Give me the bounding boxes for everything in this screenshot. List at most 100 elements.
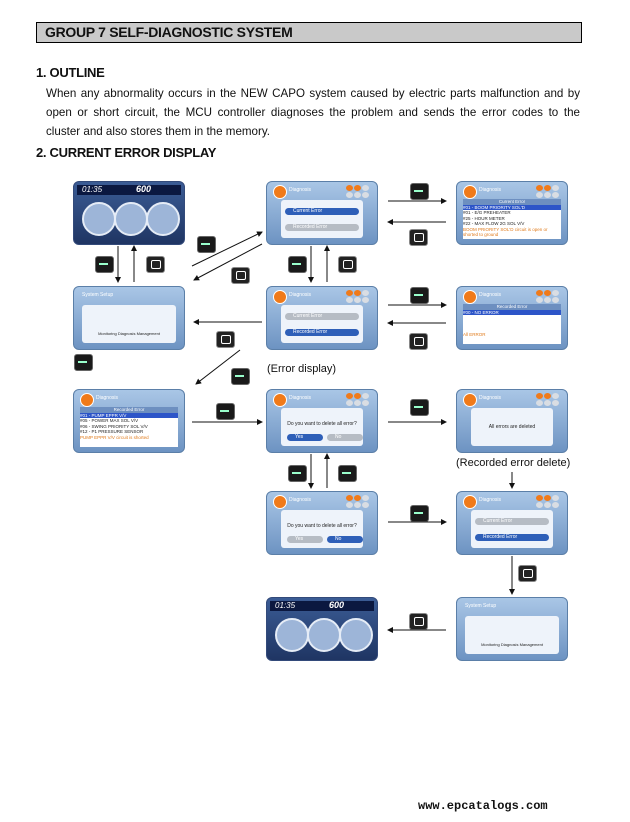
group-title: GROUP 7 SELF-DIAGNOSTIC SYSTEM	[45, 24, 293, 40]
yes-button[interactable]: Yes	[287, 434, 323, 441]
escape-key-icon	[409, 229, 428, 246]
screen-title: System Setup	[82, 292, 114, 298]
logo-icon	[463, 393, 477, 407]
system-setup-screen: System Setup Monitoring Diagnosis Manage…	[73, 286, 185, 350]
diagnosis-screen-after-delete: Diagnosis Current Error Recorded Error	[456, 491, 568, 555]
escape-key-icon	[409, 333, 428, 350]
error-display-caption: (Error display)	[267, 363, 337, 375]
menu-labels: Monitoring Diagnosis Management	[481, 642, 543, 647]
no-button[interactable]: No	[327, 434, 363, 441]
list-item[interactable]: #25 - HOUR METER	[463, 215, 505, 221]
main-gauge-screen-return: 01:35 600	[266, 597, 378, 661]
recorded-error-option[interactable]: Recorded Error	[285, 329, 359, 336]
gauge-dial	[339, 618, 373, 652]
logo-icon	[273, 290, 287, 304]
current-error-option[interactable]: Current Error	[285, 208, 359, 215]
escape-key-icon	[216, 331, 235, 348]
select-key-icon	[231, 368, 250, 385]
outline-paragraph: When any abnormality occurs in the NEW C…	[46, 84, 580, 141]
gauge-dial	[114, 202, 148, 236]
screen-title: Diagnosis	[479, 187, 501, 193]
outline-line-2: open or short circuit, the MCU controlle…	[46, 106, 580, 119]
escape-key-icon	[146, 256, 165, 273]
rpm-readout: 600	[329, 600, 345, 610]
logo-icon	[463, 290, 477, 304]
select-key-icon	[95, 256, 114, 273]
recorded-error-list-empty: Recorded Error #00 - NO ERROR All ERROR	[463, 304, 561, 344]
list-header: Recorded Error	[80, 407, 178, 413]
escape-key-icon	[231, 267, 250, 284]
gauge-dial	[82, 202, 116, 236]
screen-title: Diagnosis	[289, 395, 311, 401]
status-dots-icon	[536, 185, 562, 199]
gauge-dial	[275, 618, 309, 652]
status-dots-icon	[536, 290, 562, 304]
screen-title: Diagnosis	[96, 395, 118, 401]
no-error-screen: Diagnosis Recorded Error #00 - NO ERROR …	[456, 286, 568, 350]
gauge-dial	[307, 618, 341, 652]
list-header: Current Error	[463, 199, 561, 205]
status-dots-icon	[346, 185, 372, 199]
escape-key-icon	[338, 256, 357, 273]
current-error-heading: 2. CURRENT ERROR DISPLAY	[36, 145, 217, 160]
select-key-icon	[216, 403, 235, 420]
screen-title: Diagnosis	[479, 292, 501, 298]
logo-icon	[273, 185, 287, 199]
list-item[interactable]: #06 - SWING PRIORITY SOL V/V	[80, 423, 148, 429]
select-key-icon	[74, 354, 93, 371]
no-button[interactable]: No	[327, 536, 363, 543]
logo-icon	[463, 495, 477, 509]
list-header: Recorded Error	[463, 304, 561, 310]
status-dots-icon	[346, 495, 372, 509]
menu-labels: Monitoring Diagnosis Management	[98, 331, 160, 336]
screen-title: Diagnosis	[289, 292, 311, 298]
clock-readout: 01:35	[275, 601, 296, 610]
select-key-icon	[410, 287, 429, 304]
list-item[interactable]: #01 - E/G PREHEATER	[463, 210, 511, 215]
delete-confirm-screen-yes: Diagnosis Do you want to delete all erro…	[266, 389, 378, 453]
select-key-icon	[410, 183, 429, 200]
footer-url[interactable]: www.epcatalogs.com	[418, 799, 548, 813]
logo-icon	[80, 393, 94, 407]
list-item[interactable]: #00 - NO ERROR	[463, 309, 561, 315]
yes-button[interactable]: Yes	[287, 536, 323, 543]
status-dots-icon	[536, 495, 562, 509]
select-key-icon	[410, 505, 429, 522]
logo-icon	[273, 393, 287, 407]
outline-line-1: When any abnormality occurs in the NEW C…	[46, 87, 580, 100]
gauge-dial	[146, 202, 180, 236]
outline-heading: 1. OUTLINE	[36, 65, 105, 80]
recorded-error-option[interactable]: Recorded Error	[285, 224, 359, 231]
rpm-readout: 600	[136, 184, 152, 194]
select-key-icon	[288, 465, 307, 482]
select-key-icon	[338, 465, 357, 482]
current-error-list-screen: Diagnosis Current Error #01 - BOOM PRIOR…	[456, 181, 568, 245]
main-gauge-screen: 01:35 600	[73, 181, 185, 245]
error-note: All ERROR	[463, 332, 486, 337]
list-item[interactable]: #22 - MAX FLOW 2G SOL V/V	[463, 221, 525, 226]
escape-key-icon	[409, 613, 428, 630]
list-item[interactable]: #12 - P1 PRESSURE SENSOR	[80, 429, 144, 434]
status-dots-icon	[536, 393, 562, 407]
select-key-icon	[197, 236, 216, 253]
select-key-icon	[288, 256, 307, 273]
recorded-error-option[interactable]: Recorded Error	[475, 534, 549, 541]
list-item[interactable]: #01 - BOOM PRIORITY SOL'D	[463, 204, 561, 210]
logo-icon	[273, 495, 287, 509]
recorded-error-list-screen: Diagnosis Recorded Error #01 - PUMP EPPR…	[73, 389, 185, 453]
status-dots-icon	[346, 393, 372, 407]
current-error-option[interactable]: Current Error	[285, 313, 359, 320]
current-error-option[interactable]: Current Error	[475, 518, 549, 525]
recorded-delete-caption: (Recorded error delete)	[456, 457, 571, 469]
outline-line-3: cluster and also stores them in the memo…	[46, 125, 271, 138]
status-dots-icon	[346, 290, 372, 304]
system-setup-screen-return: System Setup Monitoring Diagnosis Manage…	[456, 597, 568, 661]
error-note: PUMP EPPR V/V circuit is shorted	[80, 434, 149, 440]
deleted-message: All errors are deleted	[488, 424, 536, 430]
logo-icon	[463, 185, 477, 199]
clock-readout: 01:35	[82, 185, 103, 194]
list-item[interactable]: #05 - POWER MAX SOL V/V	[80, 418, 139, 423]
screen-title: Diagnosis	[289, 187, 311, 193]
list-item[interactable]: #01 - PUMP EPPR V/V	[80, 412, 178, 418]
screen-title: Diagnosis	[289, 497, 311, 503]
